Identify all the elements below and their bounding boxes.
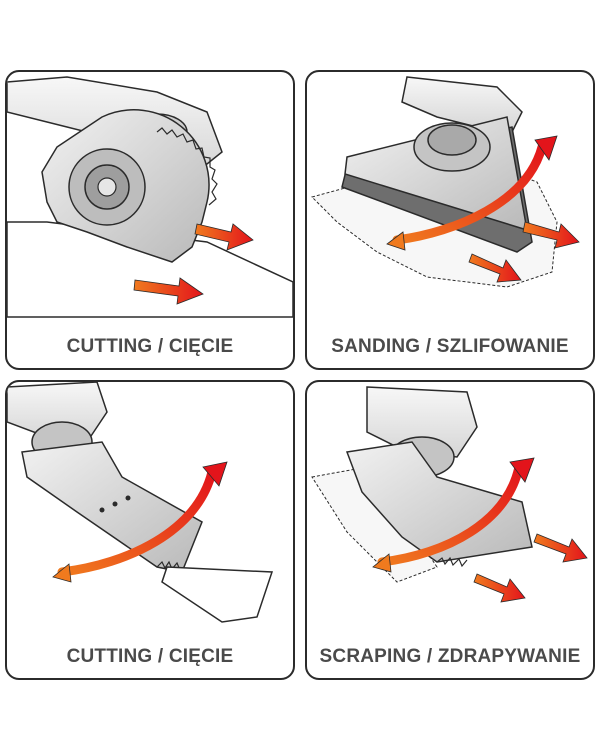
- caption-scraping: SCRAPING / ZDRAPYWANIE: [307, 646, 593, 668]
- motion-arrow-right-lower: [474, 574, 525, 602]
- motion-arrow-right-upper: [534, 534, 587, 562]
- cut-opening: [162, 567, 272, 622]
- blade-hole: [100, 508, 105, 513]
- illustration-plunge-blade: [7, 382, 293, 678]
- panel-sanding: SANDING / SZLIFOWANIE: [305, 70, 595, 370]
- hub-bolt: [98, 178, 116, 196]
- blade-hole: [113, 502, 118, 507]
- caption-cutting-1: CUTTING / CIĘCIE: [7, 336, 293, 358]
- caption-sanding: SANDING / SZLIFOWANIE: [307, 336, 593, 358]
- illustration-scraper-blade: [307, 382, 593, 678]
- illustration-sanding-pad: [307, 72, 593, 368]
- blade-hole: [126, 496, 131, 501]
- panel-cutting-circular: CUTTING / CIĘCIE: [5, 70, 295, 370]
- pad-hub: [428, 125, 476, 155]
- panel-cutting-plunge: CUTTING / CIĘCIE: [5, 380, 295, 680]
- illustration-circular-blade: [7, 72, 293, 368]
- arrowhead-left: [53, 564, 71, 582]
- plunge-blade: [22, 442, 202, 572]
- panel-scraping: SCRAPING / ZDRAPYWANIE: [305, 380, 595, 680]
- caption-cutting-2: CUTTING / CIĘCIE: [7, 646, 293, 668]
